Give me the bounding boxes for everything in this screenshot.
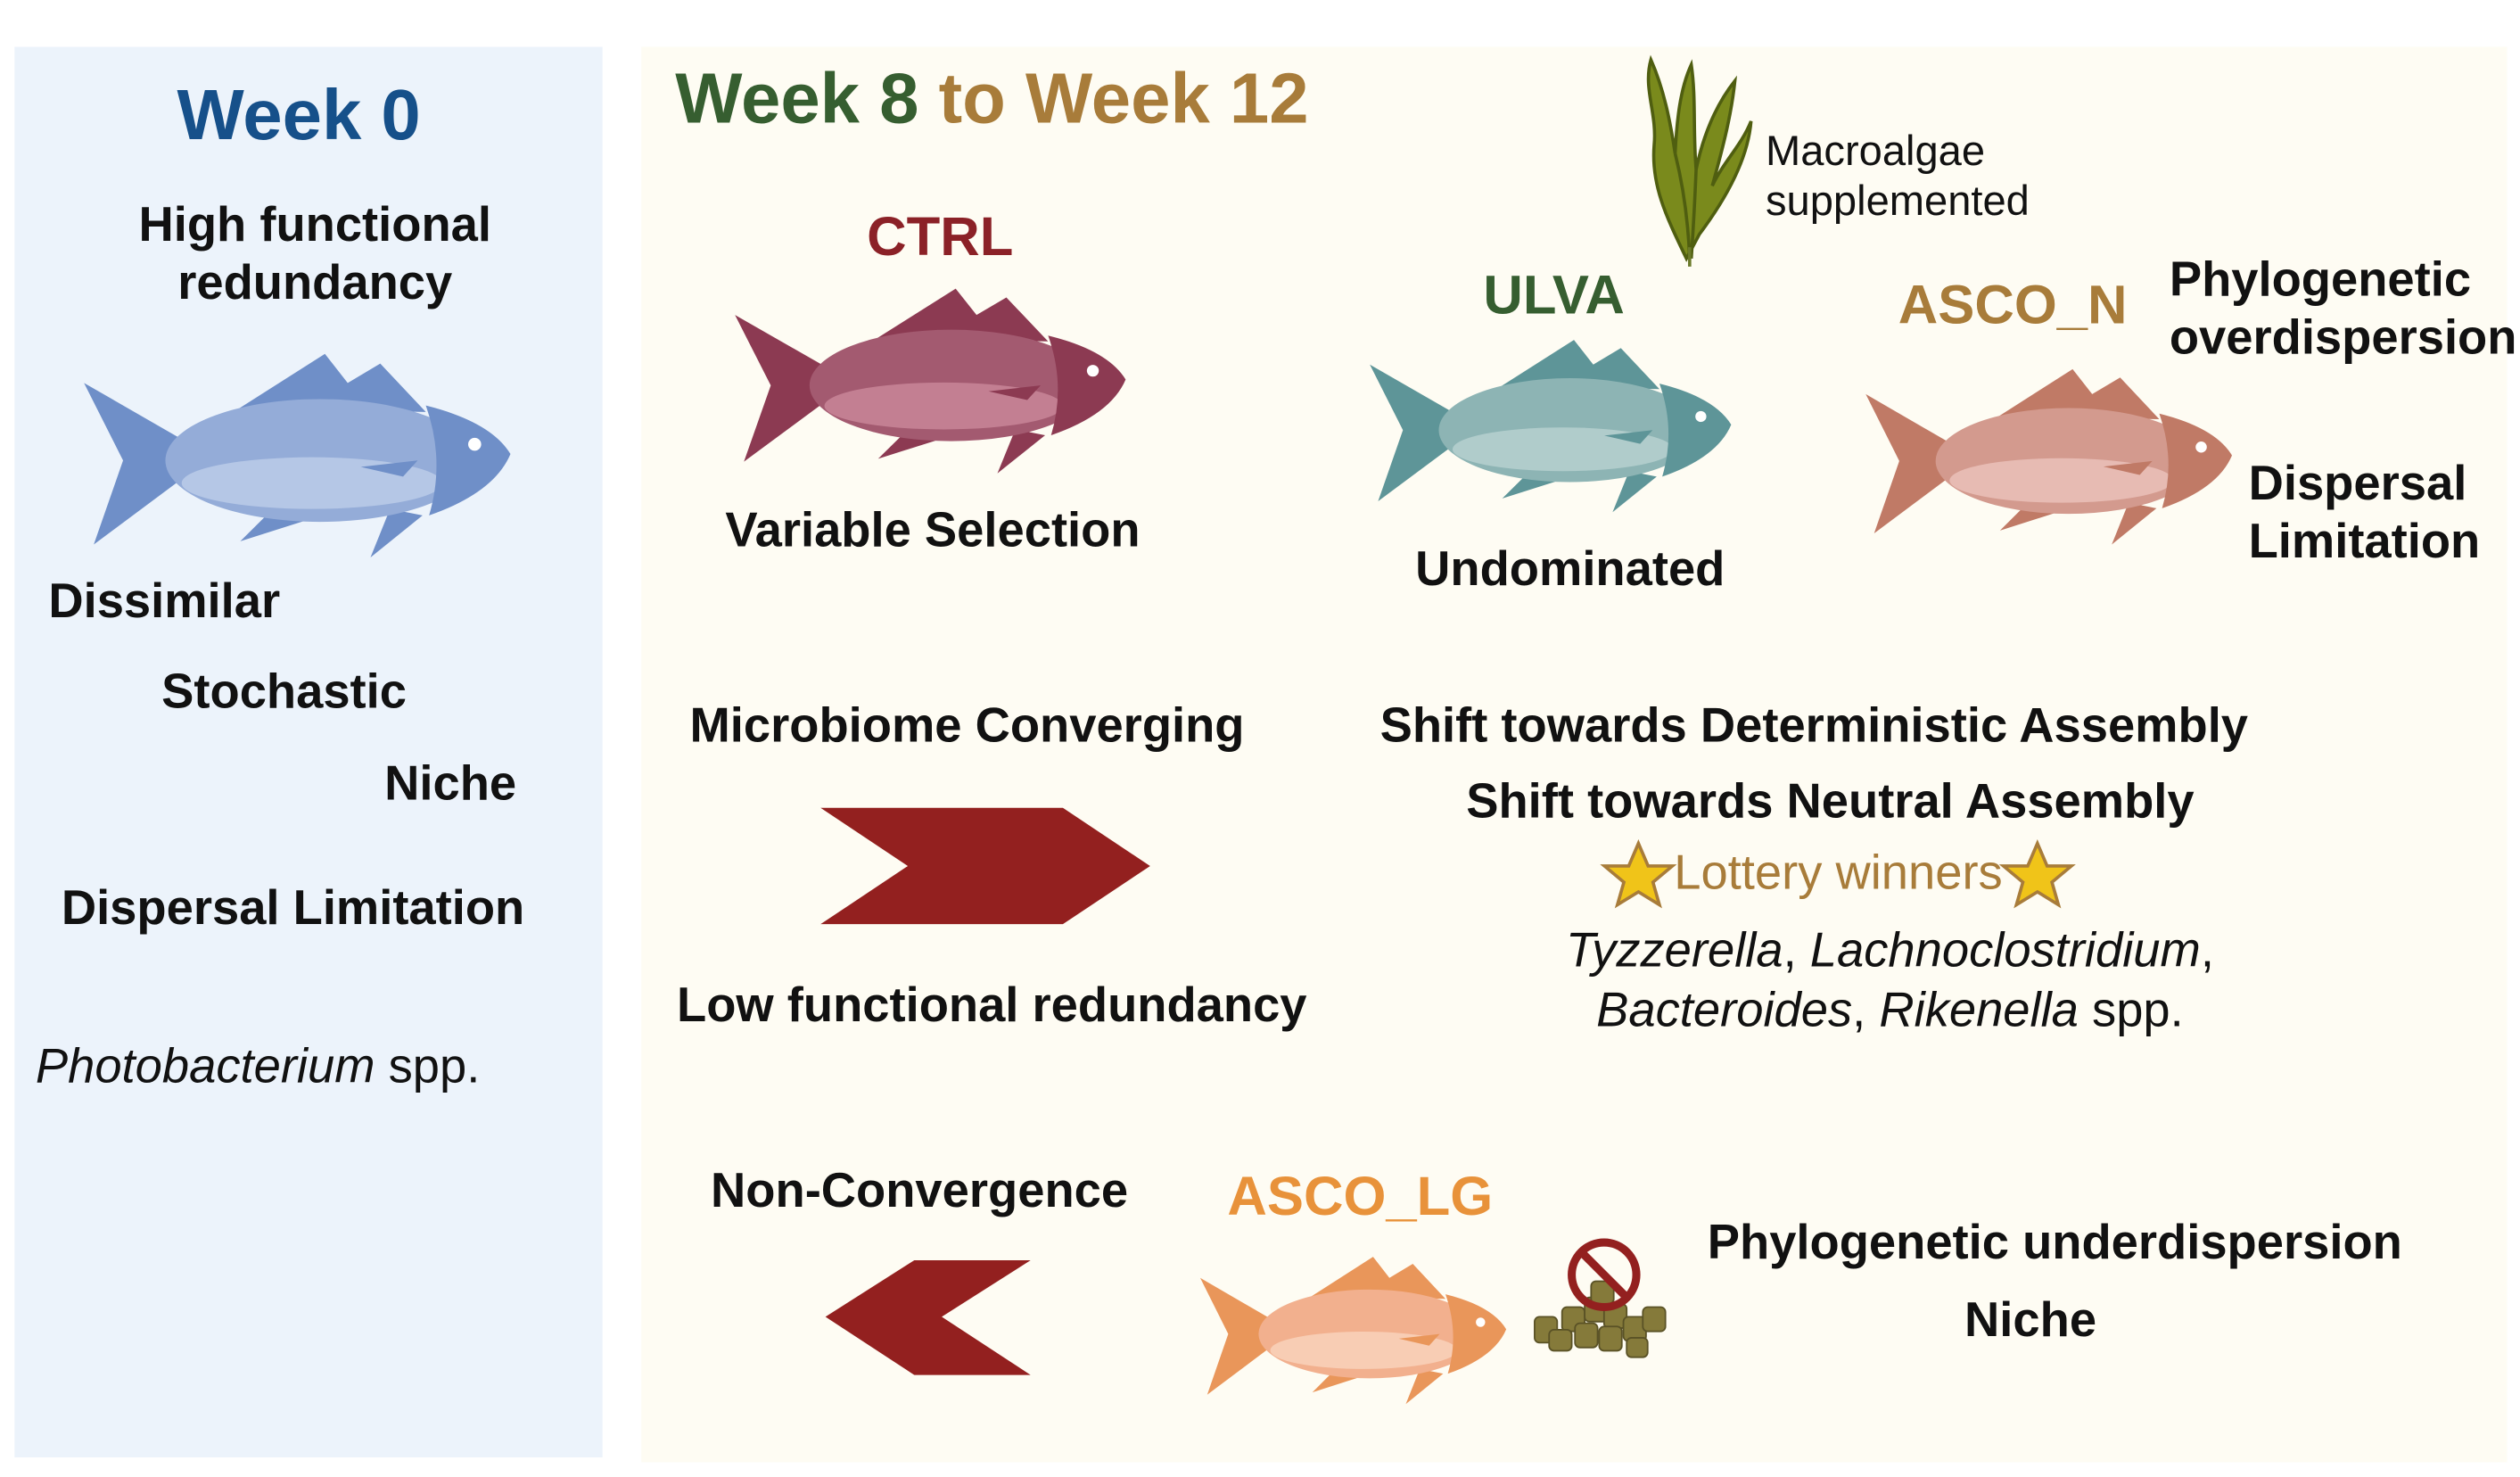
ulva-label: ULVA (1483, 265, 1625, 326)
macroalgae-line1: Macroalgae (1765, 126, 1986, 175)
dispersal-line1: Dispersal (2248, 457, 2467, 511)
converging-label: Microbiome Converging (689, 699, 1245, 754)
asco-lg-fish-icon (1199, 1257, 1507, 1405)
right-chevron-arrow-icon (820, 807, 1150, 925)
week12-label: to Week 12 (938, 60, 1309, 139)
taxon-lachnoclostridium: Lachnoclostridium (1809, 924, 2201, 978)
overdispersion-line1: Phylogenetic (2169, 253, 2472, 308)
asco-lg-niche: Niche (1964, 1294, 2097, 1348)
taxon-rikenella: Rikenella (1879, 984, 2079, 1037)
taxon-tyzzerella: Tyzzerella (1565, 924, 1783, 978)
macroalgae-line2: supplemented (1765, 176, 2030, 225)
asco-lg-label: ASCO_LG (1227, 1166, 1494, 1228)
asco-n-label: ASCO_N (1898, 274, 2128, 336)
lottery-label: Lottery winners (1674, 846, 2003, 901)
week8-12-panel (641, 46, 2508, 1463)
no-feed-pellets-icon (1534, 1238, 1667, 1358)
macroalgae-icon (1646, 54, 1753, 267)
redundancy-line1: High functional (138, 198, 491, 252)
term-dissimilar: Dissimilar (48, 574, 281, 629)
ctrl-note: Variable Selection (725, 504, 1141, 557)
ulva-note: Undominated (1415, 542, 1725, 597)
week8-label: Week 8 (675, 60, 919, 139)
asco-lg-underdispersion: Phylogenetic underdispersion (1707, 1217, 2402, 1270)
left-chevron-arrow-icon (825, 1259, 1031, 1375)
star-icon (1600, 839, 1677, 909)
ctrl-label: CTRL (867, 206, 1014, 268)
term-dispersal-limitation: Dispersal Limitation (61, 882, 525, 936)
week0-panel (14, 46, 603, 1457)
week8-12-title: Week 8 to Week 12 (675, 60, 1308, 141)
shift-deterministic: Shift towards Deterministic Assembly (1379, 699, 2249, 754)
taxa-suffix: spp. (2078, 984, 2184, 1037)
low-redundancy-label: Low functional redundancy (677, 978, 1307, 1033)
asco-n-fish-icon (1865, 368, 2233, 545)
week0-fish-icon (84, 353, 511, 557)
week0-taxon: Photobacterium spp. (36, 1039, 480, 1097)
taxon-bacteroides: Bacteroides (1596, 984, 1853, 1037)
non-convergence-label: Non-Convergence (711, 1165, 1129, 1218)
dispersal-line2: Limitation (2248, 515, 2481, 569)
shift-neutral: Shift towards Neutral Assembly (1466, 775, 2195, 829)
taxa-line1: Tyzzerella, Lachnoclostridium, (1565, 924, 2214, 978)
taxa-line2: Bacteroides, Rikenella spp. (1596, 984, 2184, 1037)
ulva-fish-icon (1370, 340, 1732, 513)
taxon-name: Photobacterium (35, 1040, 375, 1094)
term-niche: Niche (384, 757, 517, 812)
taxon-suffix: spp. (375, 1040, 481, 1094)
week0-title: Week 0 (177, 76, 421, 155)
term-stochastic: Stochastic (161, 665, 407, 720)
lottery-winners: Lottery winners (1600, 839, 2077, 909)
overdispersion-line2: overdispersion (2169, 311, 2517, 366)
ctrl-fish-icon (735, 288, 1126, 474)
redundancy-line2: redundancy (177, 257, 453, 310)
star-icon (1999, 839, 2077, 909)
